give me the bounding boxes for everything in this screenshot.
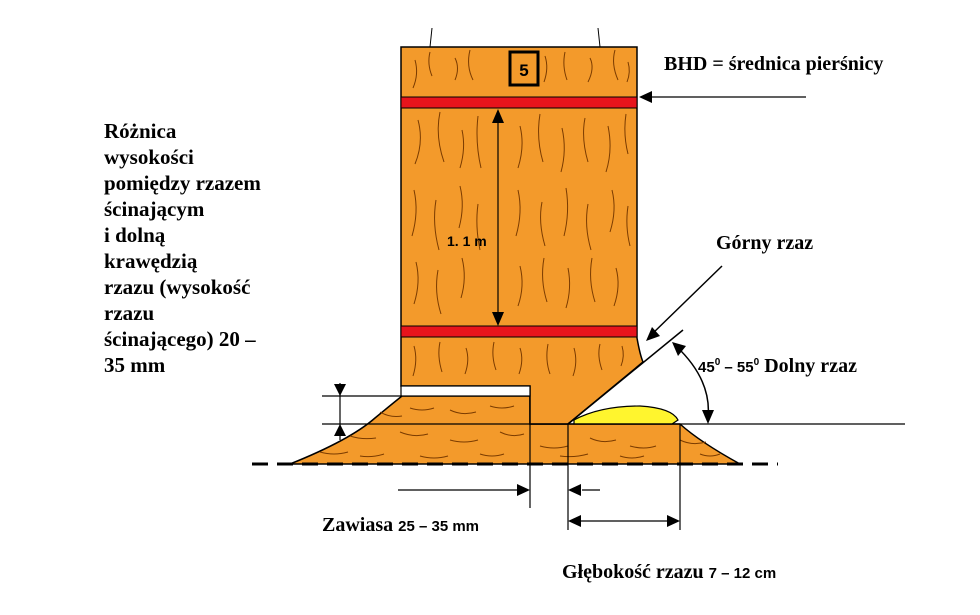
tree-number: 5 bbox=[519, 61, 528, 80]
left-description-line: rzazu bbox=[104, 301, 154, 325]
height-arrow-top bbox=[492, 109, 504, 123]
hinge-arrow-right bbox=[568, 484, 581, 496]
height-marker-label: 1. 1 m bbox=[447, 233, 487, 249]
notch-wedge bbox=[573, 405, 679, 425]
angle-arrow-bottom bbox=[702, 410, 714, 424]
left-description-line: rzazu (wysokość bbox=[104, 275, 250, 299]
upper-notch-label: Górny rzaz bbox=[716, 232, 813, 254]
depth-arrow-left bbox=[568, 515, 581, 527]
angle-arrow-top bbox=[672, 342, 686, 356]
left-description-line: wysokości bbox=[104, 145, 194, 169]
upper-notch-line bbox=[567, 329, 684, 425]
left-description-line: ścinającego) 20 – bbox=[104, 327, 256, 351]
back-cut bbox=[400, 385, 531, 397]
stump-base bbox=[289, 395, 741, 465]
left-description-line: Różnica bbox=[104, 119, 177, 143]
bhd-arrowhead bbox=[639, 91, 652, 103]
height-arrow-bottom bbox=[492, 312, 504, 326]
angle-label: 450 – 550 Dolny rzaz bbox=[698, 355, 857, 377]
upper-notch-arrowhead bbox=[646, 327, 660, 341]
depth-arrow-right bbox=[667, 515, 680, 527]
hinge-label: Zawiasa 25 – 35 mm bbox=[322, 514, 479, 536]
tree-number-box bbox=[508, 50, 540, 87]
left-description-line: ścinającym bbox=[104, 197, 205, 221]
bhd-band bbox=[400, 96, 638, 109]
hinge-arrow-left bbox=[517, 484, 530, 496]
left-description: Różnica wysokości pomiędzy rzazem ścinaj… bbox=[104, 119, 261, 377]
left-description-line: pomiędzy rzazem bbox=[104, 171, 261, 195]
cut-diff-arrow-bottom bbox=[334, 424, 346, 436]
cut-diff-arrow-top bbox=[334, 384, 346, 396]
left-description-line: krawędzią bbox=[104, 249, 198, 273]
cut-height-band bbox=[400, 325, 638, 338]
upper-notch-pointer bbox=[649, 265, 723, 337]
left-description-line: 35 mm bbox=[104, 353, 166, 377]
angle-arc bbox=[675, 345, 710, 419]
bhd-label: BHD = średnica pierśnicy bbox=[664, 53, 883, 75]
left-description-line: i dolną bbox=[104, 223, 166, 247]
wood-grain bbox=[319, 49, 721, 459]
depth-label: Głębokość rzazu 7 – 12 cm bbox=[562, 561, 776, 583]
